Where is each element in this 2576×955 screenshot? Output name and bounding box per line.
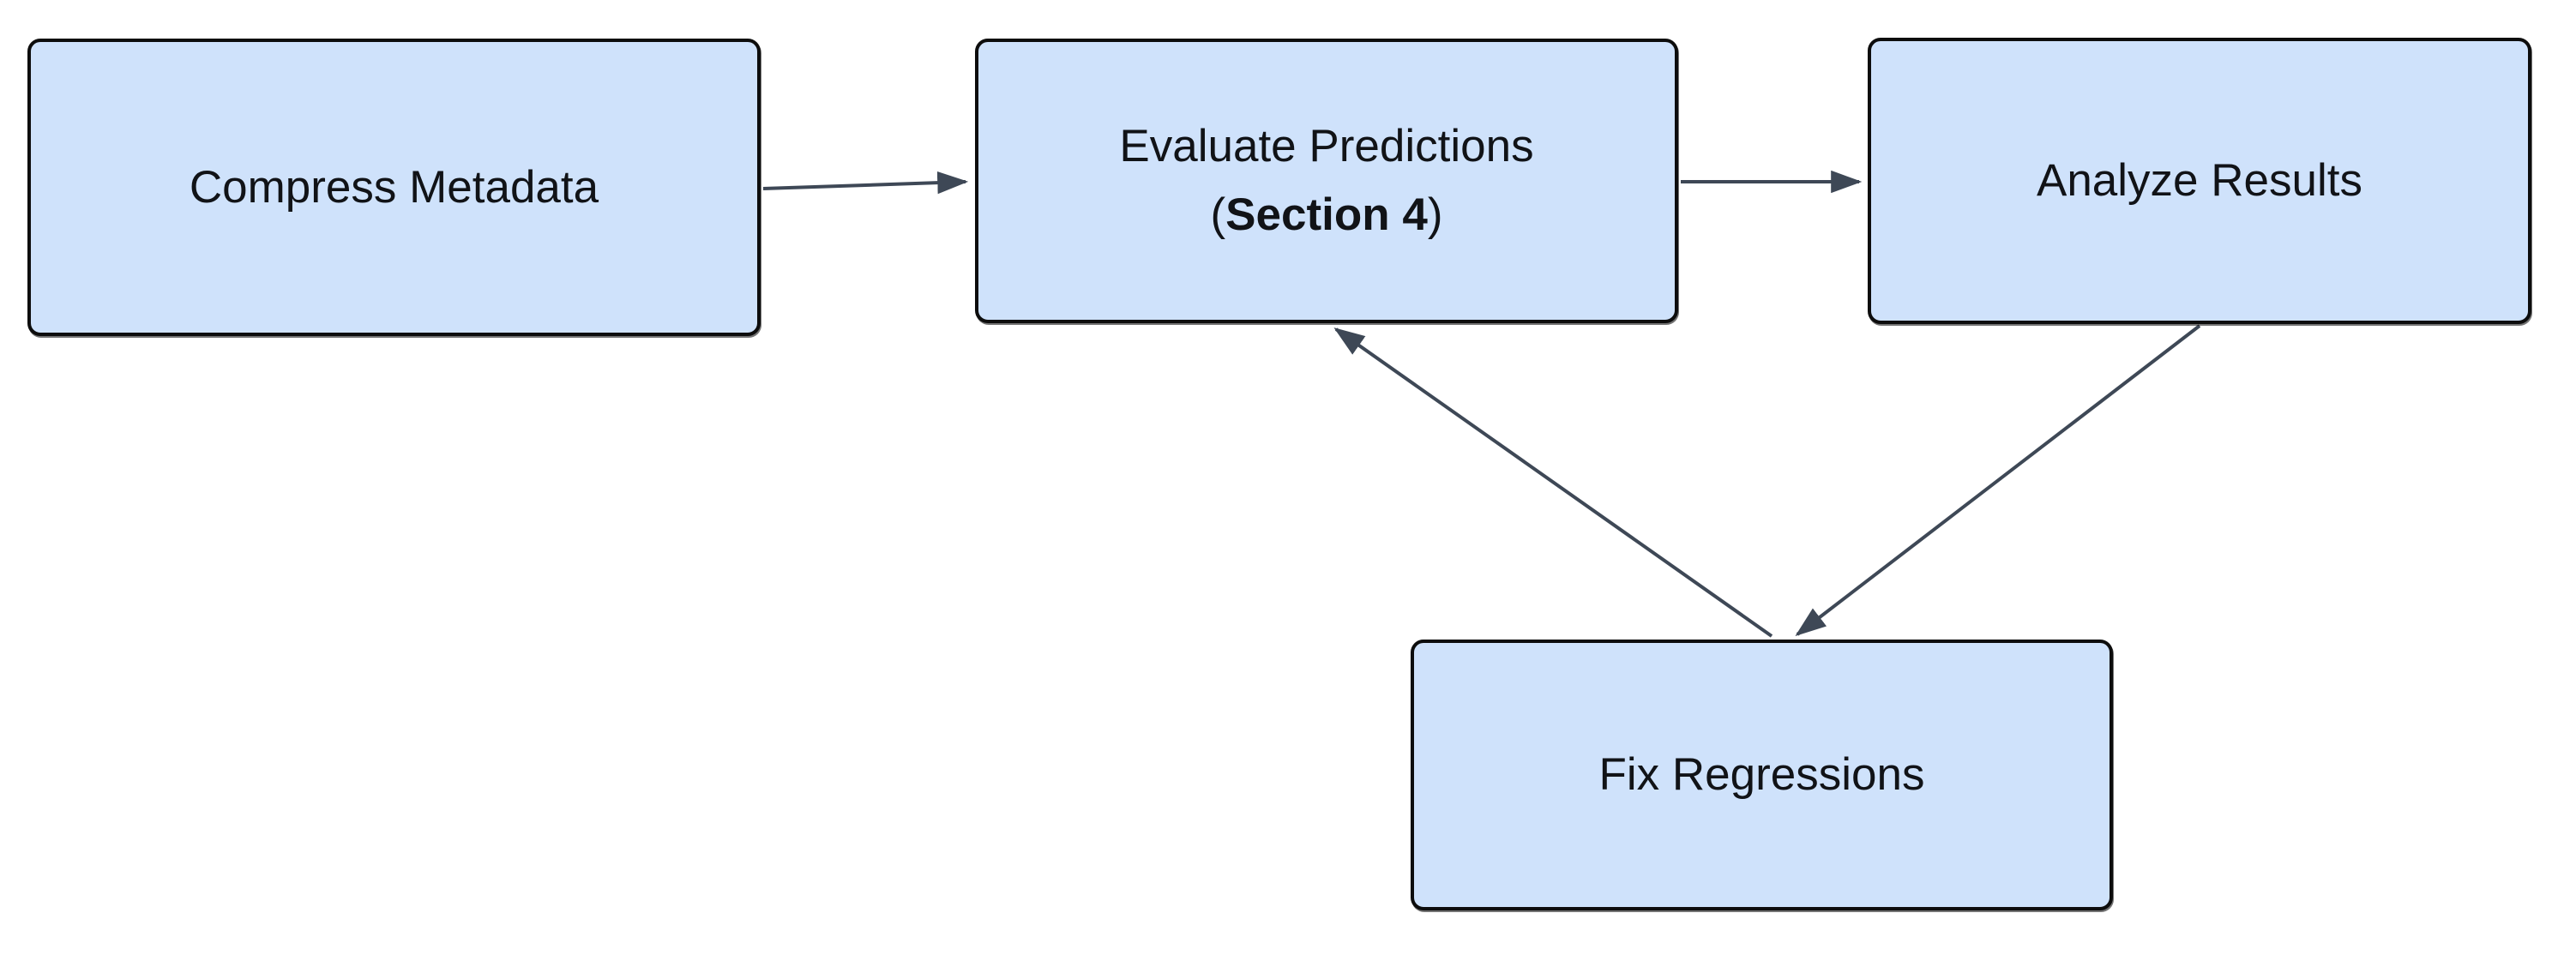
node-evaluate-predictions: Evaluate Predictions (Section 4) xyxy=(975,39,1678,323)
node-evaluate-predictions-line1: Evaluate Predictions xyxy=(1119,121,1534,171)
arrow-compress-to-evaluate xyxy=(762,171,969,195)
node-analyze-results-label: Analyze Results xyxy=(2036,155,2362,206)
node-fix-regressions: Fix Regressions xyxy=(1411,640,2113,910)
node-compress-metadata: Compress Metadata xyxy=(27,39,761,336)
node-analyze-results: Analyze Results xyxy=(1868,38,2531,324)
node-evaluate-predictions-label: Evaluate Predictions (Section 4) xyxy=(1119,112,1533,249)
section-4-bold-text: Section 4 xyxy=(1225,189,1428,240)
arrow-analyze-to-fix xyxy=(1795,324,2201,636)
node-evaluate-predictions-line2: (Section 4) xyxy=(1210,189,1443,240)
arrow-fix-to-evaluate xyxy=(1333,327,1773,638)
node-compress-metadata-label: Compress Metadata xyxy=(189,161,599,213)
node-fix-regressions-label: Fix Regressions xyxy=(1598,749,1925,800)
